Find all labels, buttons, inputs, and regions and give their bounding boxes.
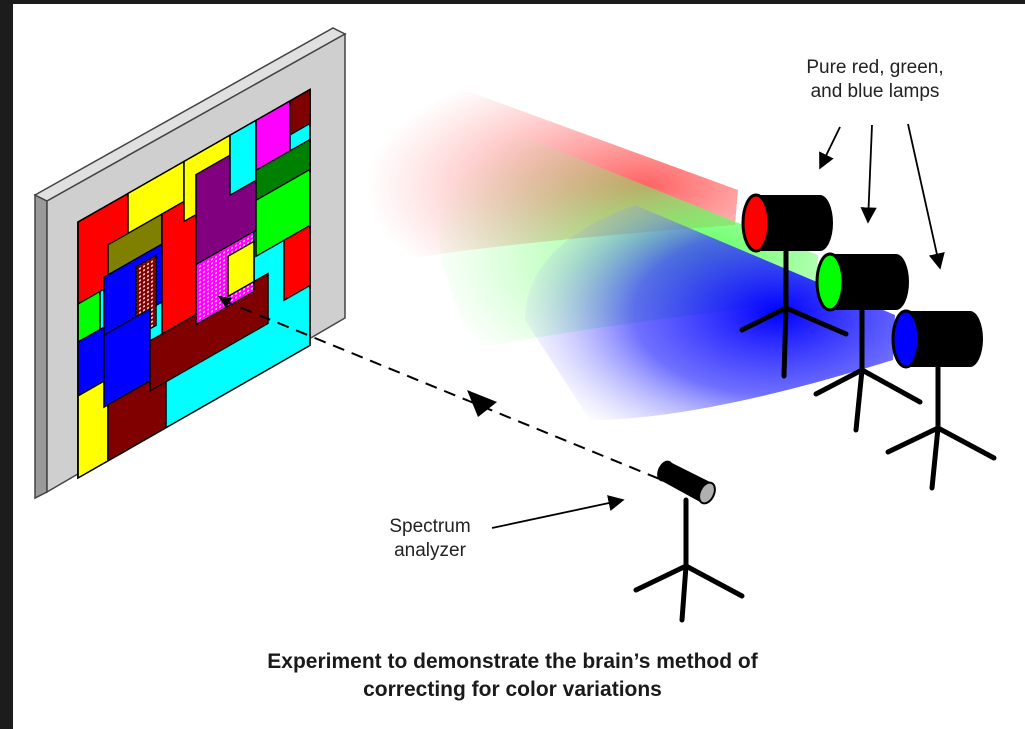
analyzer-lens xyxy=(698,481,716,505)
blue-lamp xyxy=(885,309,997,491)
figure-caption: Experiment to demonstrate the brain’s me… xyxy=(0,648,1025,704)
analyzer-label: Spectrum analyzer xyxy=(370,515,490,563)
green-lamp xyxy=(813,252,923,433)
patch xyxy=(77,88,311,480)
color-mondrian-board xyxy=(33,27,347,500)
caption-line-1: Experiment to demonstrate the brain’s me… xyxy=(267,650,758,673)
red-lamp-lens xyxy=(741,193,771,253)
board-frame-side xyxy=(34,193,48,500)
lamps-label-line-1: Pure red, green, xyxy=(806,57,944,78)
green-lamp-lens xyxy=(815,252,845,312)
measurement-path xyxy=(218,296,663,481)
spectrum-analyzer xyxy=(633,460,745,623)
lamps-label-line-2: and blue lamps xyxy=(810,81,940,102)
label-arrows xyxy=(491,123,945,529)
lamps-label: Pure red, green, and blue lamps xyxy=(760,56,990,104)
pointer-arrow xyxy=(491,495,625,529)
analyzer-label-line-2: analyzer xyxy=(394,540,466,561)
light-beams xyxy=(365,90,895,420)
patch xyxy=(227,240,255,298)
direction-arrow-icon xyxy=(467,390,497,417)
blue-light-beam xyxy=(525,205,895,420)
arrow-tip-icon xyxy=(218,296,232,308)
caption-line-2: correcting for color variations xyxy=(363,678,662,701)
pointer-arrow xyxy=(907,123,945,270)
analyzer-label-line-1: Spectrum xyxy=(389,516,471,537)
blue-lamp-lens xyxy=(891,309,921,369)
pointer-arrow xyxy=(860,124,877,224)
pointer-arrow xyxy=(819,126,841,170)
red-lamp xyxy=(739,193,849,379)
